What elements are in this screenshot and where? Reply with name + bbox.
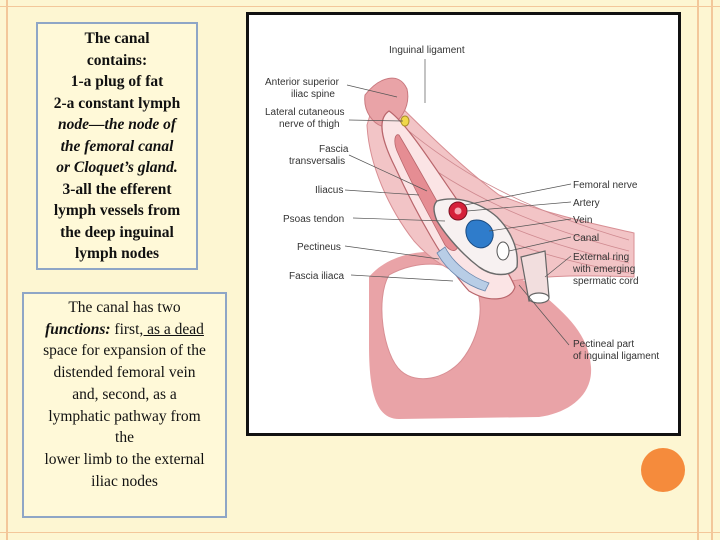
label-fascia-transversalis: Fascia <box>319 144 349 155</box>
label-fascia-transversalis: transversalis <box>289 156 345 167</box>
label-femoral-nerve: Femoral nerve <box>573 180 638 191</box>
underlined-text: , as a dead <box>139 321 204 338</box>
label-pectineal-part: Pectineal part <box>573 339 634 350</box>
label-lateral-cutaneous-nerve: Lateral cutaneous <box>265 107 345 118</box>
text-line: and, second, as a <box>24 384 225 406</box>
label-external-ring: spermatic cord <box>573 276 639 287</box>
label-psoas-tendon: Psoas tendon <box>283 214 344 225</box>
text-line: node—the node of <box>38 114 196 136</box>
label-vein: Vein <box>573 215 592 226</box>
text-line: distended femoral vein <box>24 362 225 384</box>
text-line: or Cloquet’s gland. <box>38 157 196 179</box>
text-line: 1-a plug of fat <box>38 71 196 93</box>
label-artery: Artery <box>573 198 600 209</box>
label-pectineal-part: of inguinal ligament <box>573 351 659 362</box>
anatomy-illustration: Inguinal ligament Anterior superior ilia… <box>249 15 678 433</box>
text-line: 3-all the efferent <box>38 179 196 201</box>
frame-line-right-outer <box>711 0 713 540</box>
text-line: space for expansion of the <box>24 340 225 362</box>
label-pectineus: Pectineus <box>297 242 341 253</box>
external-ring-opening <box>529 293 549 303</box>
text-run: first <box>111 321 140 338</box>
label-canal: Canal <box>573 233 599 244</box>
text-line: lymph vessels from <box>38 200 196 222</box>
frame-line-left <box>6 0 8 540</box>
label-iliacus: Iliacus <box>315 185 343 196</box>
femoral-canal-shape <box>497 242 509 260</box>
orange-circle-decoration <box>641 448 685 492</box>
text-line: The canal has two <box>24 297 225 319</box>
label-external-ring: External ring <box>573 252 629 263</box>
text-line: lymph nodes <box>38 243 196 265</box>
label-external-ring: with emerging <box>572 264 635 275</box>
text-line: the <box>24 427 225 449</box>
frame-line-right-inner <box>697 0 699 540</box>
text-line: The canal <box>38 28 196 50</box>
label-asis: iliac spine <box>291 89 335 100</box>
text-line: lymphatic pathway from <box>24 406 225 428</box>
text-line: 2-a constant lymph <box>38 93 196 115</box>
text-line: the deep inguinal <box>38 222 196 244</box>
label-inguinal-ligament: Inguinal ligament <box>389 45 465 56</box>
text-line: iliac nodes <box>24 471 225 493</box>
text-line: lower limb to the external <box>24 449 225 471</box>
femoral-canal-diagram: Inguinal ligament Anterior superior ilia… <box>246 12 681 436</box>
frame-line-top <box>0 6 720 7</box>
label-fascia-iliaca: Fascia iliaca <box>289 271 344 282</box>
text-line: the femoral canal <box>38 136 196 158</box>
functions-emphasis: functions: <box>45 321 110 338</box>
artery-lumen <box>455 208 462 215</box>
frame-line-bottom <box>0 532 720 533</box>
label-lateral-cutaneous-nerve: nerve of thigh <box>279 119 340 130</box>
text-line: contains: <box>38 50 196 72</box>
canal-contents-textbox: The canal contains: 1-a plug of fat 2-a … <box>36 22 198 270</box>
text-line: functions: first, as a dead <box>24 319 225 341</box>
label-asis: Anterior superior <box>265 77 340 88</box>
canal-functions-textbox: The canal has two functions: first, as a… <box>22 292 227 518</box>
